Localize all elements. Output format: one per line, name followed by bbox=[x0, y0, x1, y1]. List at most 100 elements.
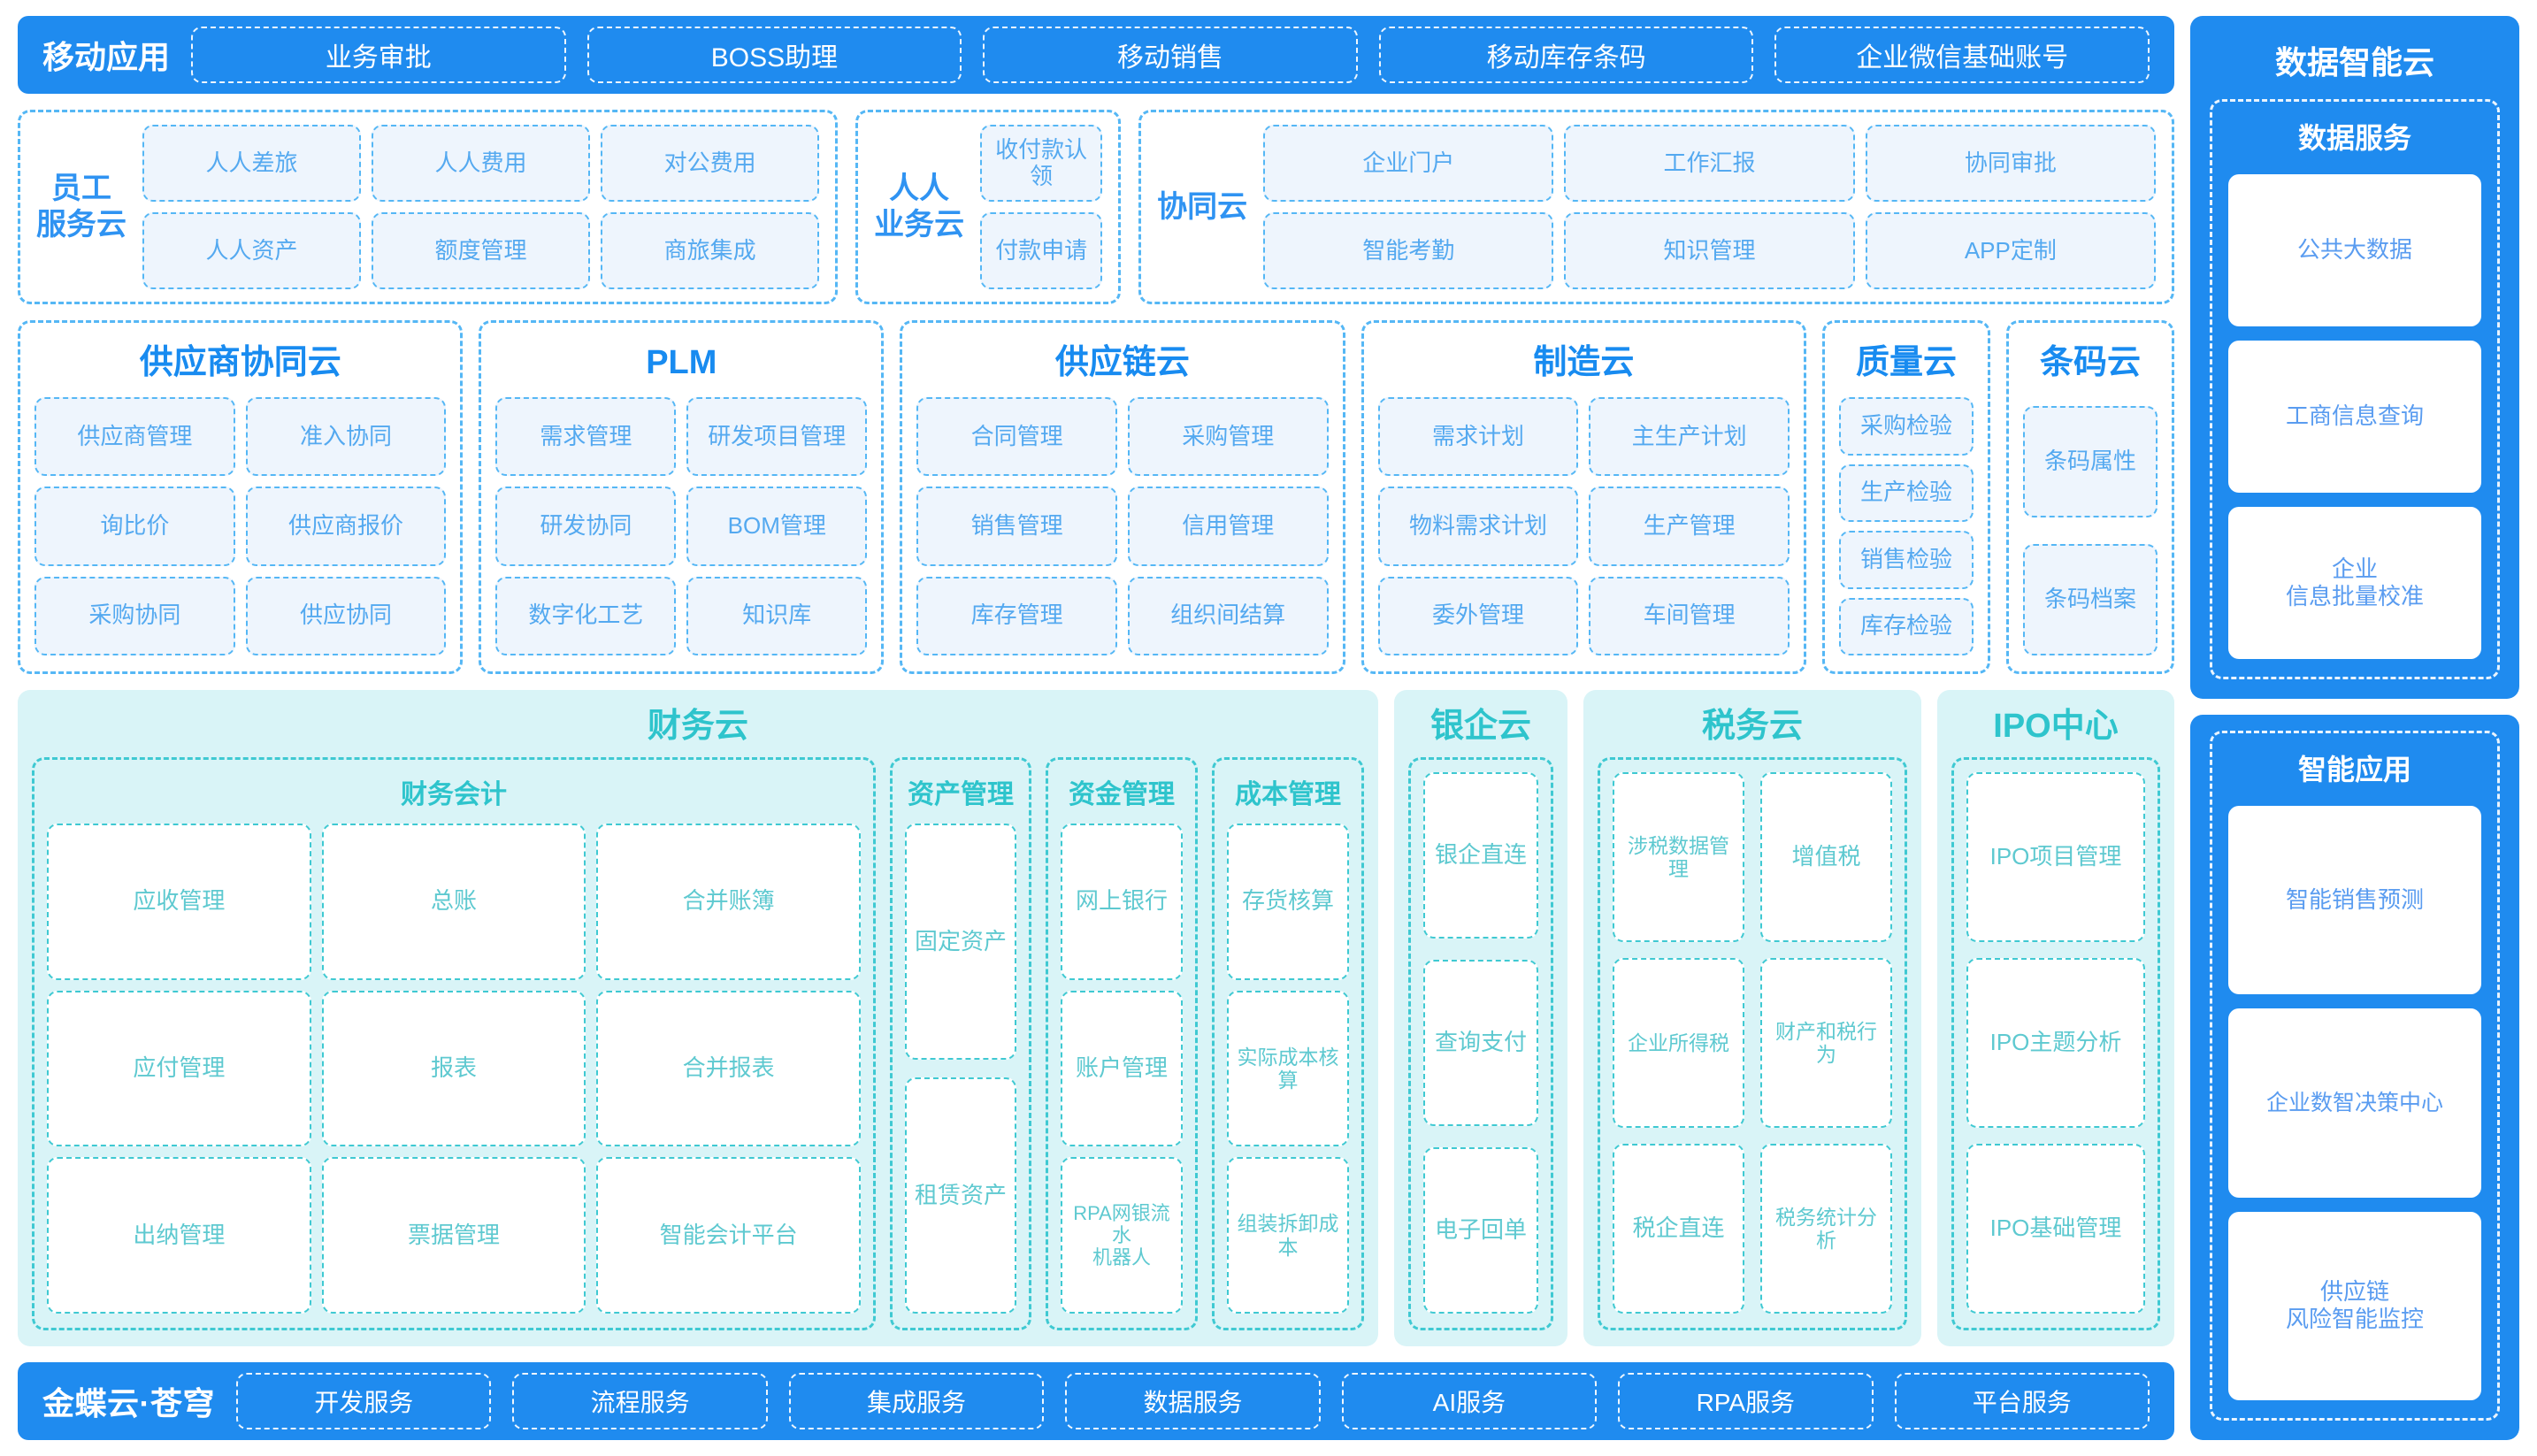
module-chip[interactable]: 出纳管理 bbox=[47, 1157, 311, 1314]
module-chip[interactable]: 研发协同 bbox=[495, 487, 677, 566]
module-chip[interactable]: 智能销售预测 bbox=[2228, 806, 2481, 995]
module-chip[interactable]: 企业 信息批量校准 bbox=[2228, 507, 2481, 659]
module-chip[interactable]: 收付款认领 bbox=[980, 125, 1103, 202]
module-chip[interactable]: IPO基础管理 bbox=[1966, 1144, 2145, 1314]
module-chip[interactable]: 生产管理 bbox=[1589, 487, 1790, 566]
platform-service-item[interactable]: AI服务 bbox=[1341, 1373, 1598, 1429]
module-chip[interactable]: 税企直连 bbox=[1613, 1144, 1744, 1314]
mobile-app-item[interactable]: BOSS助理 bbox=[586, 27, 962, 83]
module-chip[interactable]: 人人费用 bbox=[372, 125, 591, 202]
module-chip[interactable]: 财产和税行为 bbox=[1760, 958, 1892, 1128]
module-chip[interactable]: 存货核算 bbox=[1227, 824, 1349, 980]
module-chip[interactable]: 银企直连 bbox=[1423, 772, 1538, 939]
module-chip[interactable]: 合并账簿 bbox=[596, 824, 861, 980]
module-chip[interactable]: 条码属性 bbox=[2023, 406, 2158, 517]
bank-enterprise-cloud-title: 银企云 bbox=[1429, 708, 1531, 745]
module-chip[interactable]: 人人资产 bbox=[142, 212, 362, 289]
module-chip[interactable]: 工作汇报 bbox=[1564, 125, 1855, 202]
module-chip[interactable]: 库存管理 bbox=[916, 576, 1117, 655]
plm-items: 需求管理 研发项目管理 研发协同 BOM管理 数字化工艺 知识库 bbox=[495, 397, 868, 655]
platform-service-item[interactable]: RPA服务 bbox=[1618, 1373, 1874, 1429]
module-chip[interactable]: 物料需求计划 bbox=[1377, 487, 1579, 566]
module-chip[interactable]: 供应链 风险智能监控 bbox=[2228, 1211, 2481, 1400]
module-chip[interactable]: 工商信息查询 bbox=[2228, 341, 2481, 493]
module-chip[interactable]: 额度管理 bbox=[372, 212, 591, 289]
module-chip[interactable]: 供应商管理 bbox=[34, 397, 235, 477]
module-chip[interactable]: 付款申请 bbox=[980, 212, 1103, 289]
module-chip[interactable]: 公共大数据 bbox=[2228, 174, 2481, 326]
module-chip[interactable]: 准入协同 bbox=[245, 397, 447, 477]
module-chip[interactable]: BOM管理 bbox=[686, 487, 868, 566]
module-chip[interactable]: 需求计划 bbox=[1377, 397, 1579, 477]
module-chip[interactable]: 询比价 bbox=[34, 487, 235, 566]
module-chip[interactable]: 应付管理 bbox=[47, 990, 311, 1147]
bank-enterprise-cloud-body: 银企直连 查询支付 电子回单 bbox=[1408, 757, 1553, 1330]
module-chip[interactable]: APP定制 bbox=[1865, 212, 2156, 289]
module-chip[interactable]: 信用管理 bbox=[1127, 487, 1329, 566]
module-chip[interactable]: 实际成本核算 bbox=[1227, 990, 1349, 1147]
module-chip[interactable]: 票据管理 bbox=[321, 1157, 586, 1314]
module-chip[interactable]: 供应商报价 bbox=[245, 487, 447, 566]
mobile-app-item[interactable]: 业务审批 bbox=[191, 27, 566, 83]
smart-application-title: 智能应用 bbox=[2297, 754, 2411, 785]
module-chip[interactable]: 企业门户 bbox=[1263, 125, 1554, 202]
module-chip[interactable]: 条码档案 bbox=[2023, 544, 2158, 655]
module-chip[interactable]: 采购协同 bbox=[34, 576, 235, 655]
module-chip[interactable]: 查询支付 bbox=[1423, 960, 1538, 1126]
barcode-cloud-items: 条码属性 条码档案 bbox=[2023, 397, 2158, 655]
module-chip[interactable]: 数字化工艺 bbox=[495, 576, 677, 655]
module-chip[interactable]: 供应协同 bbox=[245, 576, 447, 655]
mobile-app-item[interactable]: 移动库存条码 bbox=[1378, 27, 1754, 83]
module-chip[interactable]: 生产检验 bbox=[1839, 464, 1974, 522]
module-chip[interactable]: 账户管理 bbox=[1061, 990, 1183, 1147]
module-chip[interactable]: 知识管理 bbox=[1564, 212, 1855, 289]
platform-service-item[interactable]: 流程服务 bbox=[512, 1373, 768, 1429]
module-chip[interactable]: IPO项目管理 bbox=[1966, 772, 2145, 942]
module-chip[interactable]: 企业数智决策中心 bbox=[2228, 1008, 2481, 1198]
module-chip[interactable]: 电子回单 bbox=[1423, 1147, 1538, 1314]
module-chip[interactable]: 库存检验 bbox=[1839, 597, 1974, 655]
mobile-app-item[interactable]: 移动销售 bbox=[983, 27, 1358, 83]
data-service-box: 数据服务 公共大数据 工商信息查询 企业 信息批量校准 bbox=[2210, 99, 2500, 679]
module-chip[interactable]: 组装拆卸成本 bbox=[1227, 1157, 1349, 1314]
module-chip[interactable]: 固定资产 bbox=[905, 824, 1016, 1060]
module-chip[interactable]: 智能会计平台 bbox=[596, 1157, 861, 1314]
module-chip[interactable]: 人人差旅 bbox=[142, 125, 362, 202]
module-chip[interactable]: 主生产计划 bbox=[1589, 397, 1790, 477]
module-chip[interactable]: 商旅集成 bbox=[601, 212, 820, 289]
fund-management-title: 资金管理 bbox=[1069, 780, 1175, 809]
module-chip[interactable]: 总账 bbox=[321, 824, 586, 980]
module-chip[interactable]: 需求管理 bbox=[495, 397, 677, 477]
module-chip[interactable]: 销售管理 bbox=[916, 487, 1117, 566]
module-chip[interactable]: 涉税数据管理 bbox=[1613, 772, 1744, 942]
module-chip[interactable]: 组织间结算 bbox=[1127, 576, 1329, 655]
module-chip[interactable]: 税务统计分析 bbox=[1760, 1144, 1892, 1314]
module-chip[interactable]: 增值税 bbox=[1760, 772, 1892, 942]
module-chip[interactable]: 报表 bbox=[321, 990, 586, 1147]
module-chip[interactable]: 对公费用 bbox=[601, 125, 820, 202]
platform-service-item[interactable]: 集成服务 bbox=[788, 1373, 1045, 1429]
module-chip[interactable]: 智能考勤 bbox=[1263, 212, 1554, 289]
module-chip[interactable]: 采购管理 bbox=[1127, 397, 1329, 477]
platform-service-item[interactable]: 数据服务 bbox=[1065, 1373, 1321, 1429]
module-chip[interactable]: 销售检验 bbox=[1839, 531, 1974, 589]
module-chip[interactable]: 车间管理 bbox=[1589, 576, 1790, 655]
module-chip[interactable]: 合并报表 bbox=[596, 990, 861, 1147]
module-chip[interactable]: RPA网银流水 机器人 bbox=[1061, 1157, 1183, 1314]
platform-service-item[interactable]: 平台服务 bbox=[1894, 1373, 2150, 1429]
module-chip[interactable]: 协同审批 bbox=[1865, 125, 2156, 202]
mobile-app-item[interactable]: 企业微信基础账号 bbox=[1774, 27, 2150, 83]
module-chip[interactable]: IPO主题分析 bbox=[1966, 958, 2145, 1128]
module-chip[interactable]: 租赁资产 bbox=[905, 1077, 1016, 1314]
module-chip[interactable]: 合同管理 bbox=[916, 397, 1117, 477]
platform-service-item[interactable]: 开发服务 bbox=[236, 1373, 492, 1429]
module-chip[interactable]: 应收管理 bbox=[47, 824, 311, 980]
renren-business-cloud-group: 人人 业务云 收付款认领 付款申请 bbox=[855, 110, 1122, 304]
module-chip[interactable]: 知识库 bbox=[686, 576, 868, 655]
bank-enterprise-cloud-items: 银企直连 查询支付 电子回单 bbox=[1423, 772, 1538, 1314]
module-chip[interactable]: 网上银行 bbox=[1061, 824, 1183, 980]
module-chip[interactable]: 研发项目管理 bbox=[686, 397, 868, 477]
module-chip[interactable]: 采购检验 bbox=[1839, 397, 1974, 456]
module-chip[interactable]: 委外管理 bbox=[1377, 576, 1579, 655]
module-chip[interactable]: 企业所得税 bbox=[1613, 958, 1744, 1128]
